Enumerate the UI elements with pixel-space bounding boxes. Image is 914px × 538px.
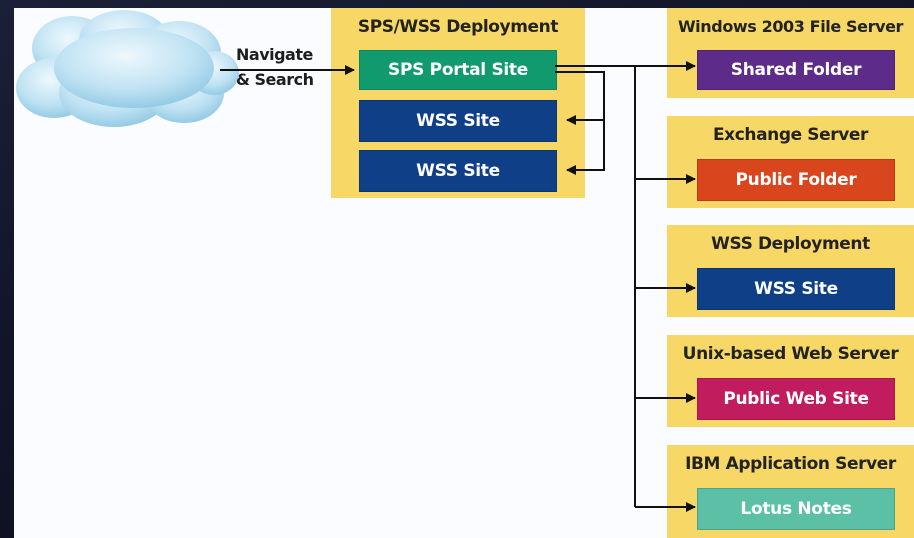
public-folder-box[interactable]: Public Folder (697, 159, 895, 201)
unix-web-server-panel: Unix-based Web Server Public Web Site (667, 335, 914, 427)
connector-arrows (220, 61, 696, 512)
cloud-icon (16, 10, 239, 127)
navigate-label-line2: & Search (236, 70, 314, 89)
wss-site-box-2[interactable]: WSS Site (359, 150, 557, 192)
diagram-canvas: Navigate & Search SPS/WSS Deployment SPS… (14, 8, 914, 538)
lotus-notes-box[interactable]: Lotus Notes (697, 488, 895, 530)
file-server-panel: Windows 2003 File Server Shared Folder (667, 8, 914, 98)
shared-folder-box[interactable]: Shared Folder (697, 50, 895, 90)
portal-to-trunk-line (555, 65, 636, 507)
exchange-server-panel: Exchange Server Public Folder (667, 116, 914, 208)
deployment-title: SPS/WSS Deployment (357, 17, 559, 37)
sps-wss-deployment-panel: SPS/WSS Deployment SPS Portal Site WSS S… (331, 8, 585, 198)
wss-deployment-title: WSS Deployment (711, 234, 870, 254)
navigate-label-line1: Navigate (236, 45, 313, 64)
public-web-site-box[interactable]: Public Web Site (697, 378, 895, 420)
unix-web-server-title: Unix-based Web Server (682, 344, 899, 364)
exchange-server-title: Exchange Server (712, 125, 869, 145)
ibm-app-server-panel: IBM Application Server Lotus Notes (667, 445, 914, 538)
ibm-app-server-title: IBM Application Server (685, 454, 896, 474)
wss-site-box-3[interactable]: WSS Site (697, 268, 895, 310)
wss-site-box-1[interactable]: WSS Site (359, 100, 557, 142)
sps-portal-site-box[interactable]: SPS Portal Site (359, 50, 557, 90)
wss-deployment-panel: WSS Deployment WSS Site (667, 225, 914, 317)
file-server-title: Windows 2003 File Server (677, 17, 904, 36)
navigate-search-label: Navigate & Search (236, 42, 314, 92)
